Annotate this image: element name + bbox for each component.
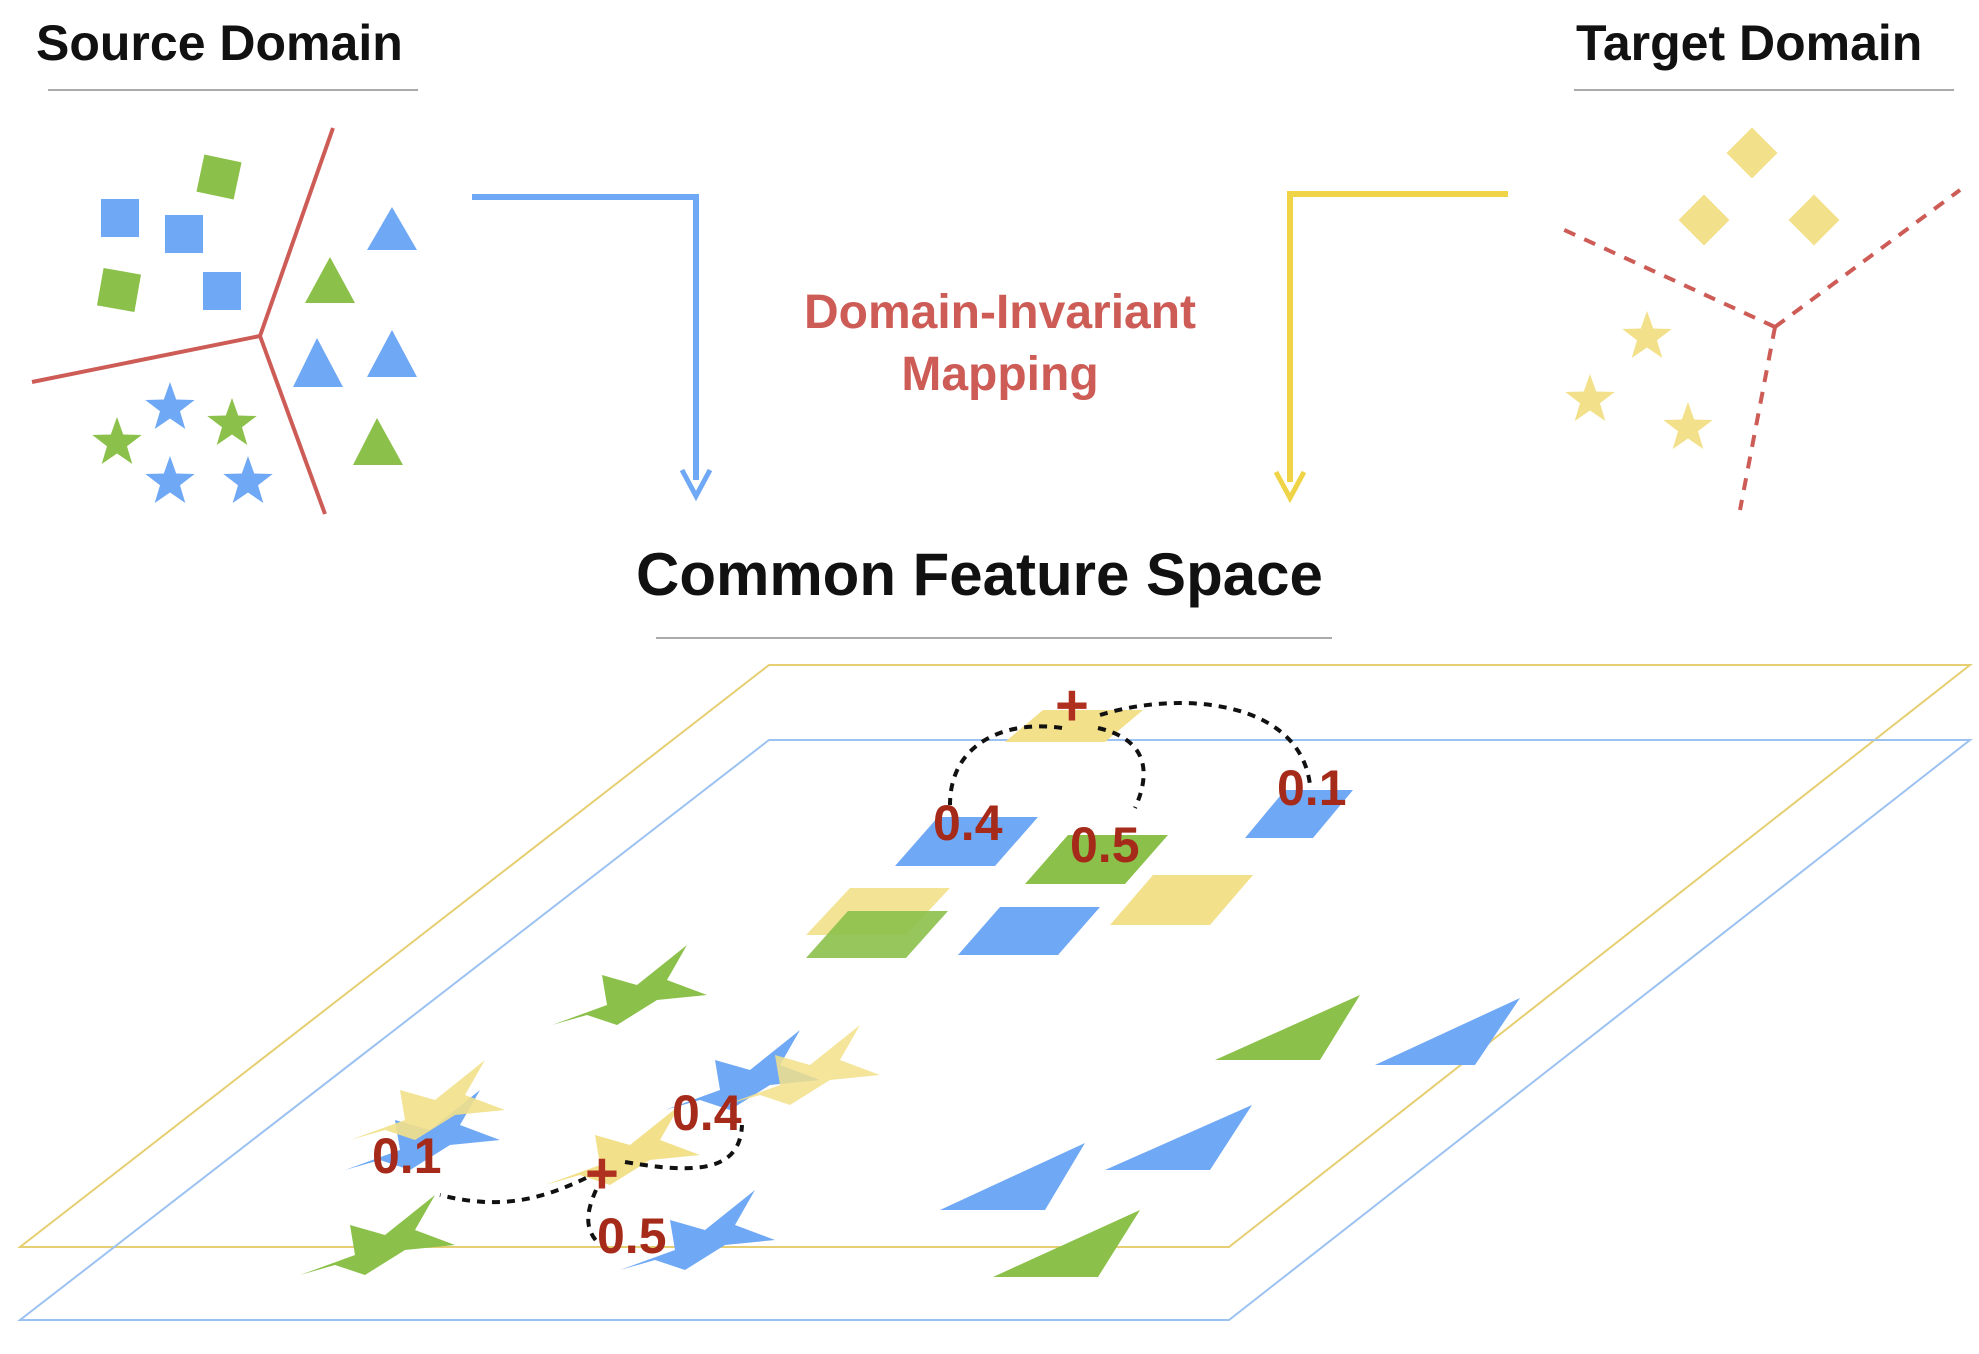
source-decision-boundary — [31, 127, 335, 515]
star-icon — [145, 456, 195, 503]
mapping-label-line2: Mapping — [901, 348, 1099, 401]
source-domain-title: Source Domain — [36, 15, 403, 71]
star-icon — [300, 1195, 455, 1275]
square-icon — [1005, 710, 1143, 742]
square-icon — [101, 199, 139, 237]
triangle-icon — [1215, 995, 1360, 1060]
common-feature-space-planes — [17, 664, 1973, 1321]
source-squares — [96, 154, 242, 313]
triangle-icon — [993, 1210, 1140, 1277]
square-icon — [1025, 835, 1168, 884]
square-icon — [1788, 194, 1840, 246]
square-icon — [203, 272, 241, 310]
triangle-icon — [940, 1143, 1085, 1210]
target-plane — [17, 664, 1973, 1248]
common-triangles — [940, 995, 1520, 1277]
square-icon — [165, 215, 203, 253]
square-icon — [196, 154, 242, 200]
square-icon — [1245, 790, 1353, 838]
source-triangles — [293, 207, 417, 465]
top-cluster-connections — [948, 701, 1312, 809]
triangle-icon — [353, 418, 403, 465]
target-domain-title: Target Domain — [1576, 15, 1923, 71]
domain-invariant-mapping-label: Domain-Invariant Mapping — [760, 282, 1240, 406]
plus-icon: + — [1055, 673, 1089, 738]
square-icon — [1678, 194, 1730, 246]
square-icon — [895, 817, 1038, 866]
star-icon — [223, 456, 273, 503]
target-decision-boundary — [1559, 188, 1962, 511]
weight-label: 0.1 — [1277, 760, 1347, 816]
star-icon — [1622, 311, 1672, 358]
triangle-icon — [367, 330, 417, 377]
weight-label: 0.1 — [372, 1128, 442, 1184]
square-icon — [958, 907, 1100, 955]
square-icon — [806, 911, 948, 958]
target-stars — [1565, 311, 1713, 449]
triangle-icon — [305, 257, 355, 303]
target-squares — [1678, 127, 1840, 246]
star-icon — [207, 398, 257, 445]
triangle-icon — [293, 338, 343, 387]
weight-label: 0.4 — [672, 1085, 742, 1141]
source-plane — [17, 739, 1973, 1321]
source-stars — [92, 382, 273, 503]
square-icon — [1110, 875, 1253, 925]
triangle-icon — [1105, 1105, 1252, 1170]
square-icon — [96, 267, 142, 313]
weight-label: 0.5 — [597, 1208, 667, 1264]
star-icon — [1663, 402, 1713, 449]
mapping-label-line1: Domain-Invariant — [803, 286, 1197, 339]
star-icon — [1565, 374, 1615, 421]
triangle-icon — [1375, 998, 1520, 1065]
star-icon — [145, 382, 195, 429]
weight-label: 0.5 — [1070, 817, 1140, 873]
square-icon — [1726, 127, 1778, 179]
triangle-icon — [367, 207, 417, 250]
star-icon — [92, 417, 142, 464]
plus-icon: + — [585, 1141, 619, 1206]
weight-label: 0.4 — [933, 795, 1003, 851]
source-mapping-arrow — [472, 194, 713, 502]
bottom-cluster-connections — [439, 1124, 744, 1247]
target-mapping-arrow — [1273, 191, 1508, 504]
top-cluster-squares — [806, 710, 1353, 958]
star-icon — [552, 945, 707, 1025]
common-feature-space-title: Common Feature Space — [636, 541, 1323, 608]
